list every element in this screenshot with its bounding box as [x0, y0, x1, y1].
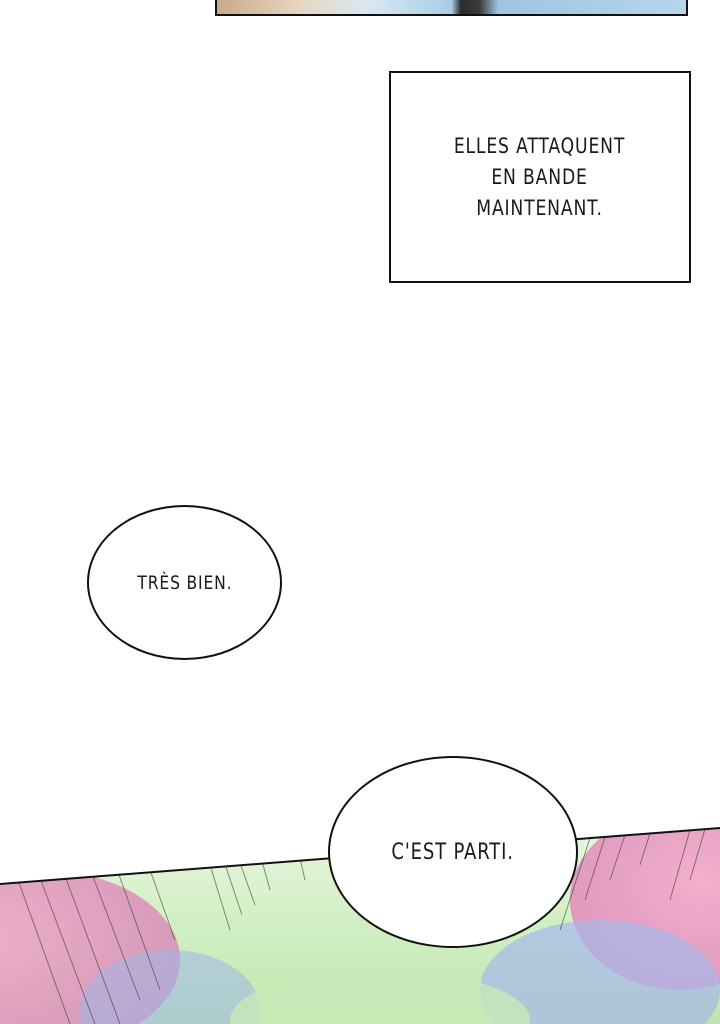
- top-comic-panel: [215, 0, 688, 16]
- speech-bubble-text: TRÈS BIEN.: [137, 571, 232, 594]
- speech-bubble-tres-bien: TRÈS BIEN.: [87, 505, 282, 660]
- speech-bubble-text: C'EST PARTI.: [391, 839, 515, 865]
- narration-caption-text: ELLES ATTAQUENT EN BANDE MAINTENANT.: [454, 133, 626, 220]
- narration-caption-box: ELLES ATTAQUENT EN BANDE MAINTENANT.: [389, 71, 691, 283]
- speech-bubble-cest-parti: C'EST PARTI.: [328, 756, 578, 948]
